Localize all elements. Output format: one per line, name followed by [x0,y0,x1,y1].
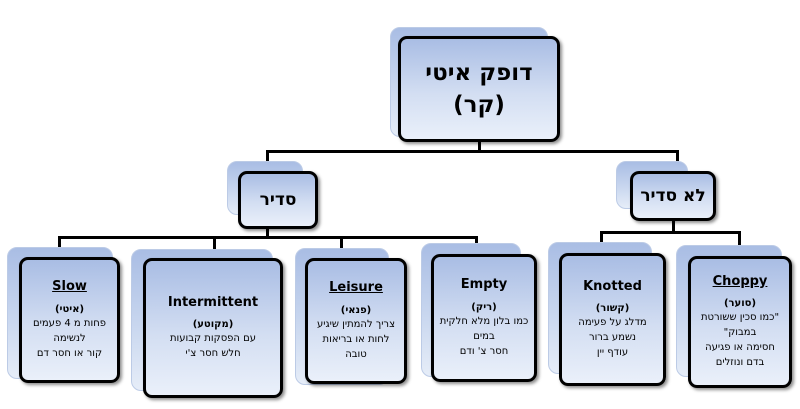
leisure-hebrew-name: (פנאי) [340,304,372,316]
irregular-label: לא סדיר [640,186,706,206]
knotted-title: Knotted [583,278,642,294]
intermittent-title: Intermittent [167,294,259,310]
choppy-title: Choppy [712,273,768,289]
knotted-node: Knotted (קשור) מדלג על פעימה נשמע ברור ע… [559,253,666,386]
choppy-line-2: במבוק" [723,327,757,339]
connector-regular-stem [266,229,269,238]
leisure-node: Leisure (פנאי) צריך להמתין שיגיע לחות או… [305,258,407,384]
slow-line-1: פחות מ 4 פעמים [33,317,106,329]
intermittent-line-2: חלש חסר צ'י [185,348,241,360]
root-subtitle: (קר) [453,92,505,118]
slow-node: Slow (איטי) פחות מ 4 פעמים לנשימה קור או… [19,257,120,383]
knotted-hebrew-name: (קשור) [595,303,630,315]
choppy-line-4: בדם ונוזלים [715,357,765,369]
empty-line-1: כמו בלון מלא חלקית [439,315,529,327]
intermittent-hebrew-name: (מקוטע) [192,319,234,331]
intermittent-node: Intermittent (מקוטע) עם הפסקות קבועות חל… [143,258,283,398]
connector-regular-bar [58,236,478,239]
choppy-node: Choppy (סוער) "כמו סכין ששורטת במבוק" חס… [688,256,792,388]
connector-intermittent-drop [213,236,216,258]
slow-hebrew-name: (איטי) [54,303,85,315]
knotted-line-3: עודף יין [596,347,629,359]
irregular-node: לא סדיר [630,171,716,221]
connector-irregular-bar [600,231,741,234]
knotted-line-2: נשמע ברור [588,332,637,344]
connector-leisure-drop [340,236,343,258]
knotted-line-1: מדלג על פעימה [578,317,647,329]
connector-irregular-stem [672,220,675,233]
intermittent-line-1: עם הפסקות קבועות [169,333,257,345]
leisure-line-1: צריך להמתין שיגיע [316,318,396,330]
leisure-line-2: לחות או בריאות [322,333,390,345]
slow-line-2: לנשימה [53,332,86,344]
connector-root-stem [478,140,481,152]
root-node: דופק איטי (קר) [398,36,560,142]
connector-top-bar [266,150,679,153]
regular-node: סדיר [238,171,318,229]
empty-hebrew-name: (ריק) [471,301,497,313]
slow-title: Slow [52,279,87,295]
leisure-title: Leisure [329,280,383,296]
root-title: דופק איטי [425,59,533,86]
empty-title: Empty [460,277,508,293]
regular-label: סדיר [259,190,297,210]
leisure-line-3: טובה [345,348,367,360]
empty-line-2: במים [473,330,495,342]
empty-node: Empty (ריק) כמו בלון מלא חלקית במים חסר … [431,254,537,382]
connector-choppy-drop [738,231,741,258]
choppy-line-1: "כמו סכין ששורטת [700,312,780,324]
choppy-hebrew-name: (סוער) [723,298,757,310]
slow-line-3: קור או חסר דם [36,347,103,359]
choppy-line-3: חסימה או פגיעה [705,342,775,354]
empty-line-3: חסר צ' ודם [459,345,509,357]
